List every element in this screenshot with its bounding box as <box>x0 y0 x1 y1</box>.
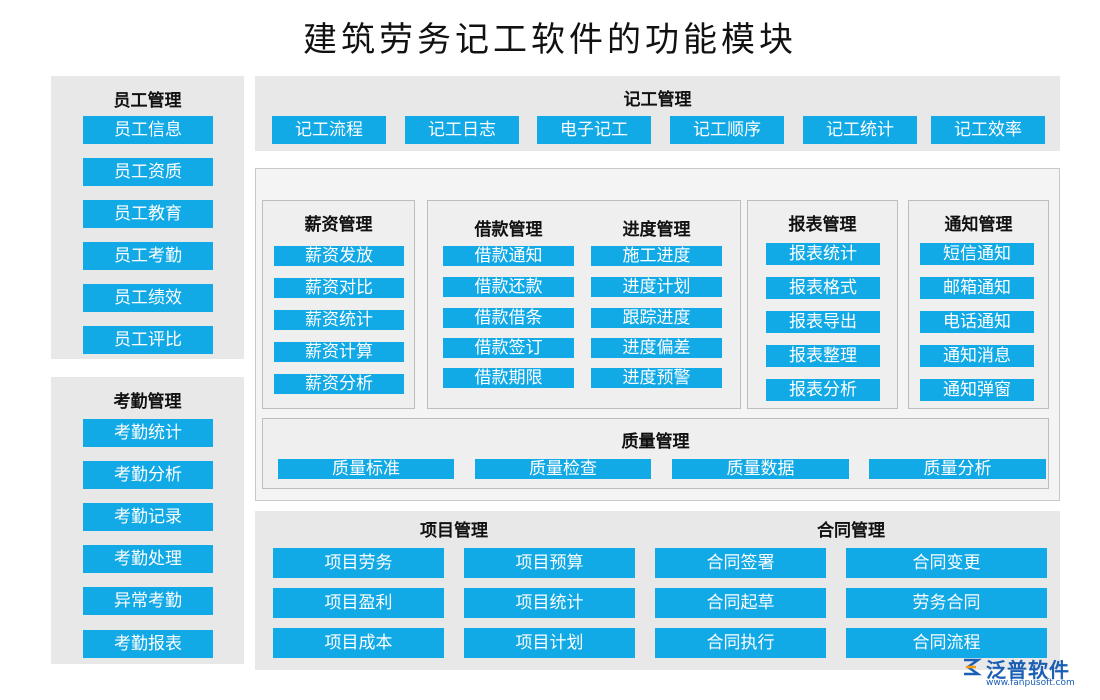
salary-item[interactable]: 薪资分析 <box>274 374 404 394</box>
report-item[interactable]: 报表统计 <box>766 243 880 265</box>
attendance-item[interactable]: 考勤分析 <box>83 461 213 489</box>
staff-item[interactable]: 员工考勤 <box>83 242 213 270</box>
project-contract-panel: 项目管理 合同管理 项目劳务 项目预算 项目盈利 项目统计 项目成本 项目计划 … <box>255 511 1060 670</box>
fanpu-logo-icon <box>964 658 982 676</box>
notice-item[interactable]: 邮箱通知 <box>920 277 1034 299</box>
project-item[interactable]: 项目统计 <box>464 588 635 618</box>
attendance-item[interactable]: 异常考勤 <box>83 587 213 615</box>
record-item[interactable]: 电子记工 <box>537 116 651 144</box>
quality-item[interactable]: 质量分析 <box>869 459 1046 479</box>
attendance-item[interactable]: 考勤处理 <box>83 545 213 573</box>
staff-item[interactable]: 员工信息 <box>83 116 213 144</box>
loan-progress-box: 借款管理 进度管理 借款通知 借款还款 借款借条 借款签订 借款期限 施工进度 … <box>427 200 741 409</box>
report-management-title: 报表管理 <box>788 215 857 235</box>
quality-item[interactable]: 质量标准 <box>278 459 454 479</box>
report-item[interactable]: 报表格式 <box>766 277 880 299</box>
contract-management-title: 合同管理 <box>817 521 885 541</box>
attendance-item[interactable]: 考勤记录 <box>83 503 213 531</box>
contract-item[interactable]: 合同流程 <box>846 628 1047 658</box>
attendance-item[interactable]: 考勤统计 <box>83 419 213 447</box>
contract-item[interactable]: 合同签署 <box>655 548 826 578</box>
project-item[interactable]: 项目预算 <box>464 548 635 578</box>
project-item[interactable]: 项目计划 <box>464 628 635 658</box>
staff-item[interactable]: 员工教育 <box>83 200 213 228</box>
quality-management-title: 质量管理 <box>621 432 690 452</box>
salary-item[interactable]: 薪资发放 <box>274 246 404 266</box>
notice-item[interactable]: 通知消息 <box>920 345 1034 367</box>
loan-management-title: 借款管理 <box>474 220 543 240</box>
salary-management-title: 薪资管理 <box>304 215 373 235</box>
project-management-title: 项目管理 <box>420 521 488 541</box>
progress-item[interactable]: 进度预警 <box>591 368 722 388</box>
notice-management-box: 通知管理 短信通知 邮箱通知 电话通知 通知消息 通知弹窗 <box>908 200 1049 409</box>
contract-item[interactable]: 合同变更 <box>846 548 1047 578</box>
salary-item[interactable]: 薪资对比 <box>274 278 404 298</box>
record-item[interactable]: 记工效率 <box>931 116 1045 144</box>
record-item[interactable]: 记工顺序 <box>670 116 784 144</box>
staff-management-panel: 员工管理 员工信息 员工资质 员工教育 员工考勤 员工绩效 员工评比 <box>51 76 244 359</box>
record-item[interactable]: 记工日志 <box>405 116 519 144</box>
salary-item[interactable]: 薪资计算 <box>274 342 404 362</box>
project-item[interactable]: 项目劳务 <box>273 548 444 578</box>
logo-url: www.fanpusoft.com <box>986 678 1075 688</box>
record-work-panel: 记工管理 记工流程 记工日志 电子记工 记工顺序 记工统计 记工效率 <box>255 76 1060 151</box>
loan-item[interactable]: 借款借条 <box>443 308 574 328</box>
notice-item[interactable]: 通知弹窗 <box>920 379 1034 401</box>
report-management-box: 报表管理 报表统计 报表格式 报表导出 报表整理 报表分析 <box>747 200 898 409</box>
loan-item[interactable]: 借款期限 <box>443 368 574 388</box>
quality-management-box: 质量管理 质量标准 质量检查 质量数据 质量分析 <box>262 418 1049 489</box>
salary-item[interactable]: 薪资统计 <box>274 310 404 330</box>
attendance-item[interactable]: 考勤报表 <box>83 630 213 658</box>
salary-management-box: 薪资管理 薪资发放 薪资对比 薪资统计 薪资计算 薪资分析 <box>262 200 415 409</box>
middle-modules-container: 薪资管理 薪资发放 薪资对比 薪资统计 薪资计算 薪资分析 借款管理 进度管理 … <box>255 168 1060 501</box>
report-item[interactable]: 报表整理 <box>766 345 880 367</box>
project-item[interactable]: 项目盈利 <box>273 588 444 618</box>
notice-item[interactable]: 电话通知 <box>920 311 1034 333</box>
attendance-management-title: 考勤管理 <box>113 392 182 412</box>
staff-item[interactable]: 员工评比 <box>83 326 213 354</box>
contract-item[interactable]: 合同起草 <box>655 588 826 618</box>
record-work-title: 记工管理 <box>623 90 692 110</box>
progress-management-title: 进度管理 <box>622 220 691 240</box>
progress-item[interactable]: 跟踪进度 <box>591 308 722 328</box>
staff-item[interactable]: 员工绩效 <box>83 284 213 312</box>
page-title: 建筑劳务记工软件的功能模块 <box>303 20 797 60</box>
logo-name: 泛普软件 <box>986 658 1070 682</box>
loan-item[interactable]: 借款签订 <box>443 338 574 358</box>
loan-item[interactable]: 借款还款 <box>443 277 574 297</box>
report-item[interactable]: 报表导出 <box>766 311 880 333</box>
quality-item[interactable]: 质量检查 <box>475 459 651 479</box>
staff-item[interactable]: 员工资质 <box>83 158 213 186</box>
attendance-management-panel: 考勤管理 考勤统计 考勤分析 考勤记录 考勤处理 异常考勤 考勤报表 <box>51 377 244 664</box>
quality-item[interactable]: 质量数据 <box>672 459 849 479</box>
record-item[interactable]: 记工统计 <box>803 116 917 144</box>
project-item[interactable]: 项目成本 <box>273 628 444 658</box>
progress-item[interactable]: 进度计划 <box>591 277 722 297</box>
report-item[interactable]: 报表分析 <box>766 379 880 401</box>
brand-logo: 泛普软件 www.fanpusoft.com <box>960 654 1090 690</box>
contract-item[interactable]: 劳务合同 <box>846 588 1047 618</box>
notice-item[interactable]: 短信通知 <box>920 243 1034 265</box>
notice-management-title: 通知管理 <box>944 215 1013 235</box>
loan-item[interactable]: 借款通知 <box>443 246 574 266</box>
contract-item[interactable]: 合同执行 <box>655 628 826 658</box>
progress-item[interactable]: 进度偏差 <box>591 338 722 358</box>
record-item[interactable]: 记工流程 <box>272 116 386 144</box>
staff-management-title: 员工管理 <box>113 91 182 111</box>
progress-item[interactable]: 施工进度 <box>591 246 722 266</box>
